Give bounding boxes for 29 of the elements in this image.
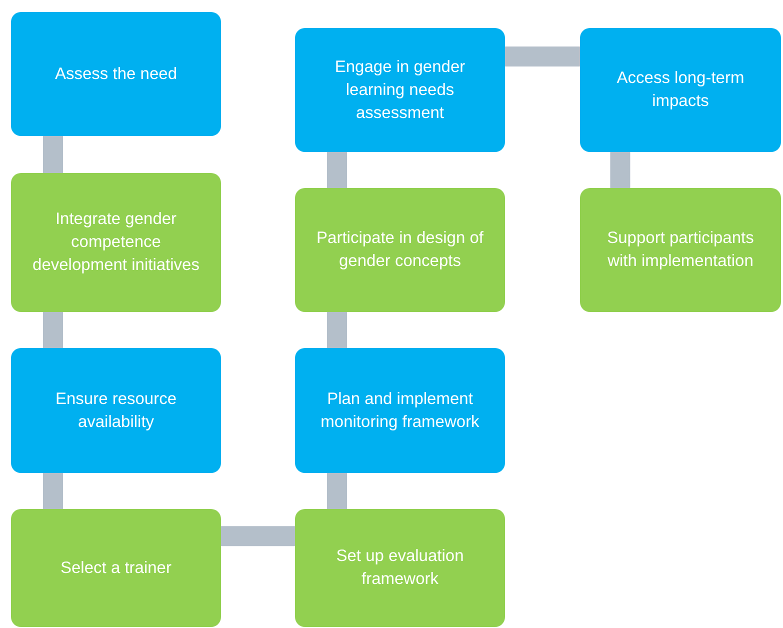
process-box	[580, 188, 781, 312]
step-text: Support participants with implementation	[606, 228, 755, 272]
connector-bar	[43, 312, 63, 348]
connector-bar	[610, 152, 630, 188]
step-text: Ensure resource availability	[54, 388, 178, 432]
connector-bar	[327, 473, 347, 509]
process-box	[295, 509, 505, 627]
process-box	[295, 348, 505, 473]
connector-bar	[43, 473, 63, 509]
process-box	[295, 188, 505, 312]
connector-bar	[43, 136, 63, 173]
process-box	[580, 28, 781, 152]
step-text: Integrate gender competence development initiatives	[32, 209, 200, 276]
process-box	[11, 509, 221, 627]
process-box	[11, 12, 221, 136]
step-text: Plan and implement monitoring framework	[320, 388, 480, 432]
connector-bar	[327, 312, 347, 348]
step-text: Access long-term impacts	[616, 68, 746, 112]
step-text: Select a trainer	[60, 558, 172, 578]
step-text: Participate in design of gender concepts	[316, 228, 484, 272]
step-text: Assess the need	[55, 64, 177, 84]
step-text: Set up evaluation framework	[335, 546, 465, 590]
connector-bar	[327, 152, 347, 188]
process-box	[11, 348, 221, 473]
step-text: Engage in gender learning needs assessment	[334, 56, 466, 124]
process-box	[295, 28, 505, 152]
connector-bar	[221, 526, 295, 546]
connector-bar	[505, 46, 580, 67]
process-box	[11, 173, 221, 312]
